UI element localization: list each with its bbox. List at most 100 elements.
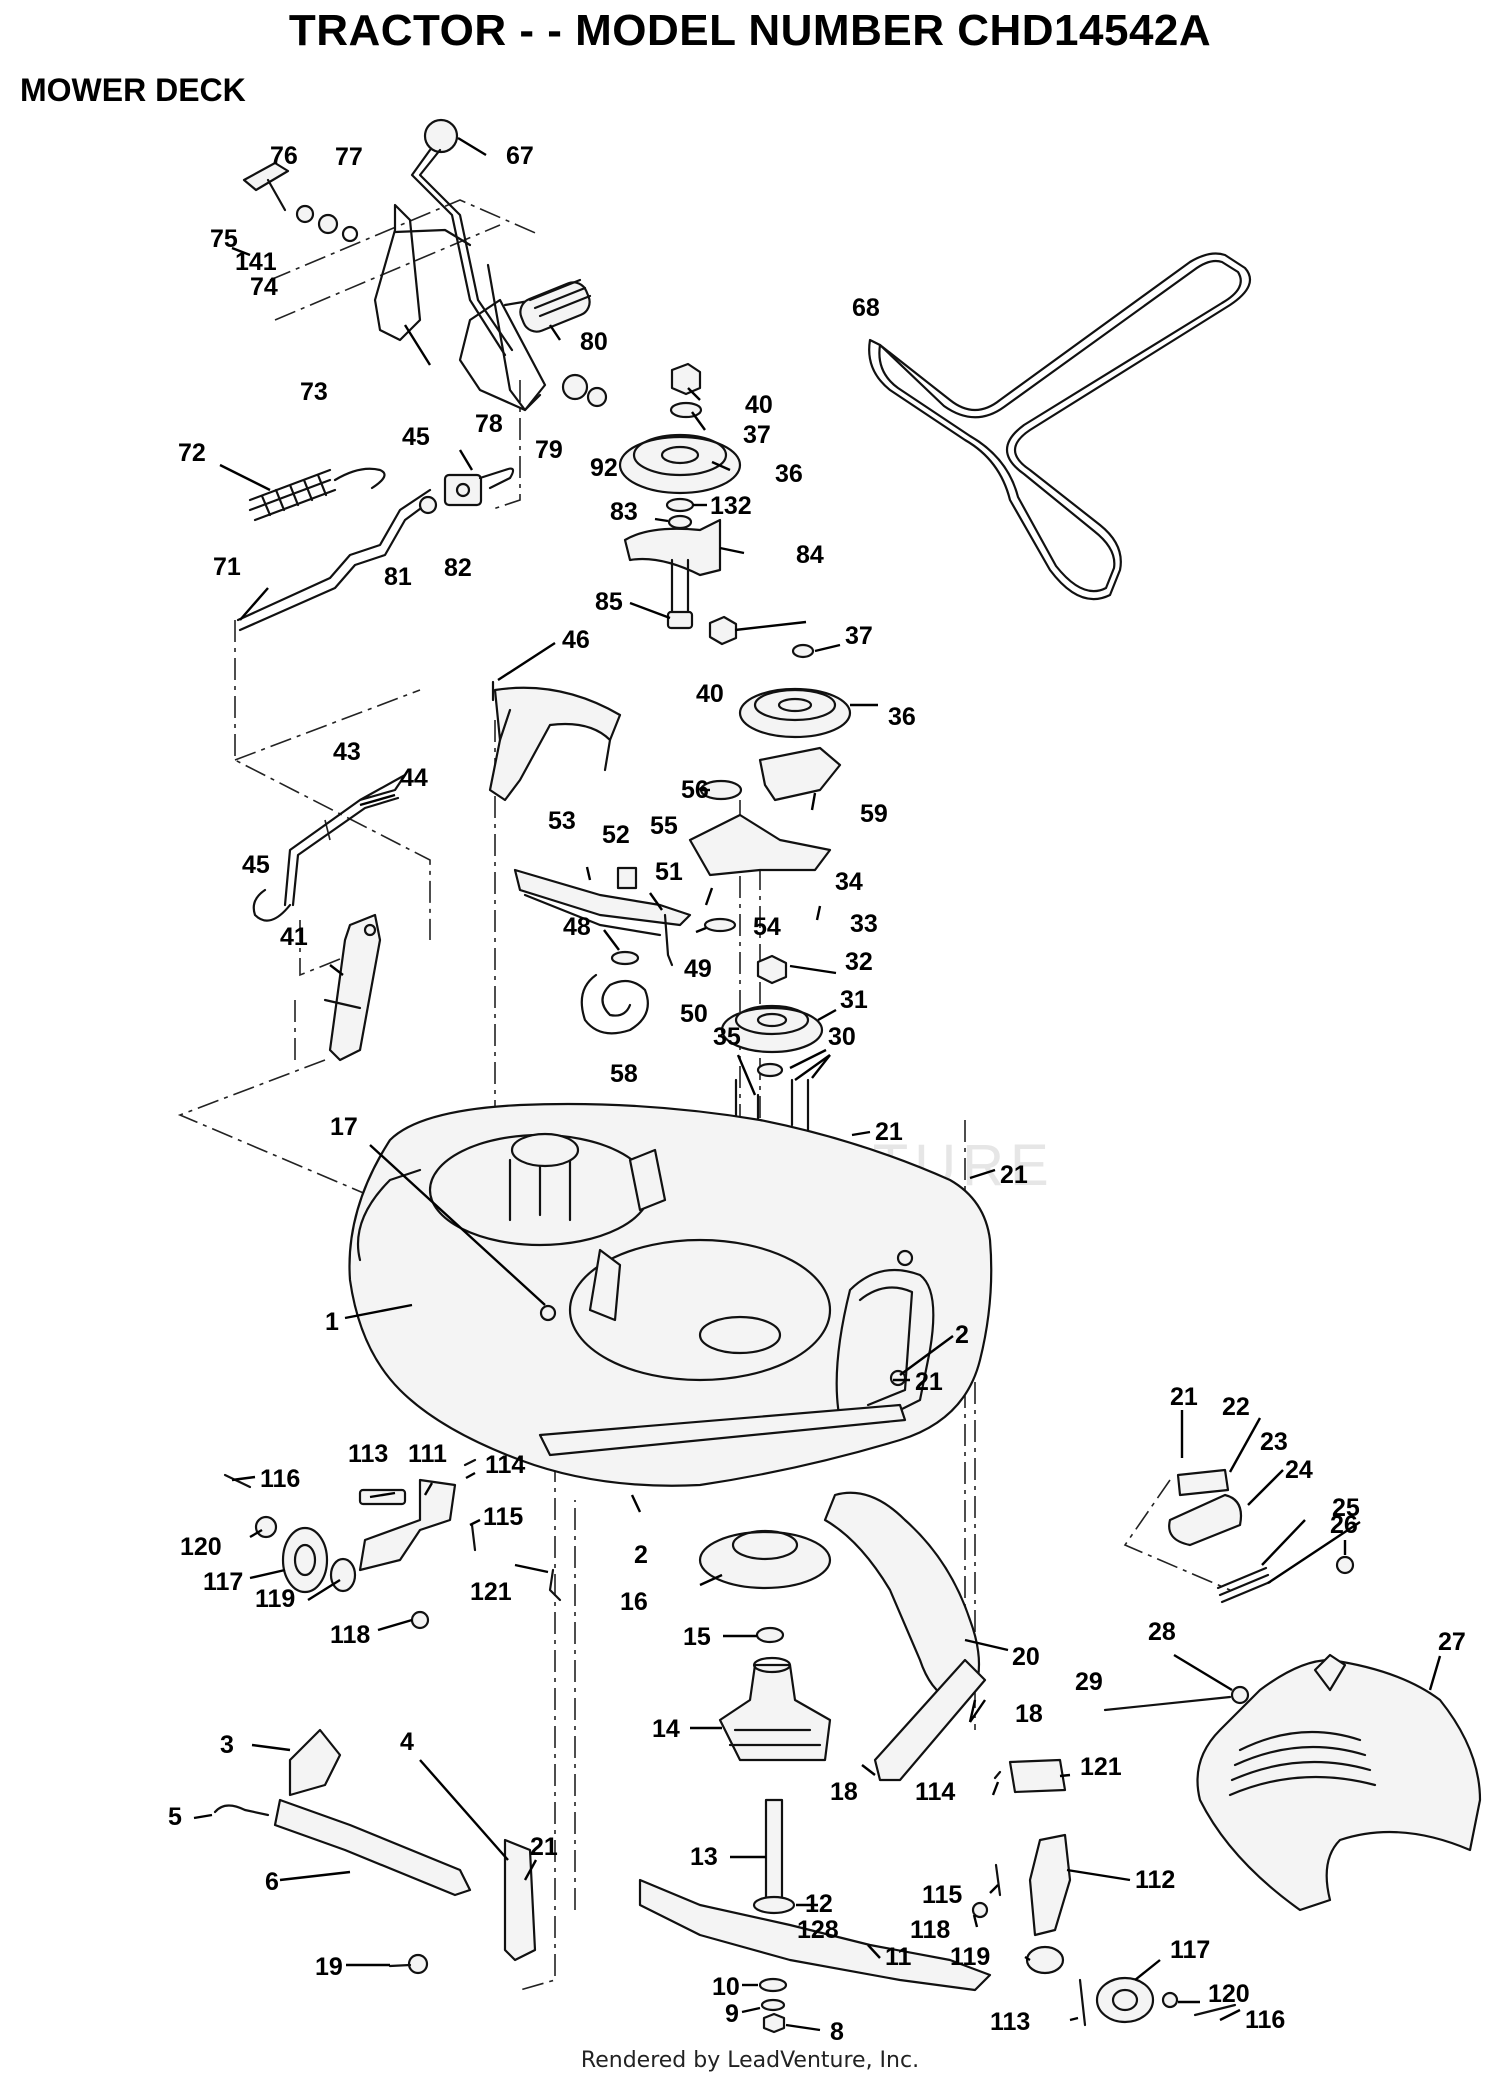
- callout-72: 72: [178, 439, 206, 467]
- callout-45-upper: 45: [402, 423, 430, 451]
- callout-112: 112: [1135, 1866, 1175, 1894]
- callout-43: 43: [333, 738, 361, 766]
- callout-92: 92: [590, 454, 618, 482]
- callout-1: 1: [325, 1308, 339, 1336]
- footer-credit: Rendered by LeadVenture, Inc.: [580, 2048, 920, 2073]
- callout-78: 78: [475, 410, 503, 438]
- callout-5: 5: [168, 1803, 182, 1831]
- callout-52: 52: [602, 821, 630, 849]
- callout-14: 14: [652, 1715, 680, 1743]
- callout-114-right: 114: [915, 1778, 955, 1806]
- blade-pulley-stack: [720, 954, 824, 1152]
- callout-56: 56: [681, 776, 709, 804]
- callout-121-right: 121: [1080, 1753, 1122, 1781]
- callout-26: 26: [1330, 1511, 1358, 1539]
- callout-leaders: [193, 136, 1442, 2032]
- callout-19: 19: [315, 1953, 343, 1981]
- callout-67: 67: [506, 142, 534, 170]
- callout-45-lower: 45: [242, 851, 270, 879]
- drive-belt: [868, 252, 1252, 601]
- callout-132: 132: [710, 492, 752, 520]
- callout-120-right: 120: [1208, 1980, 1250, 2008]
- callout-51: 51: [655, 858, 683, 886]
- deck-bracket: [823, 1491, 987, 1782]
- callout-36-lower: 36: [888, 703, 916, 731]
- callout-113-right: 113: [990, 2008, 1030, 2036]
- callout-16: 16: [620, 1588, 648, 1616]
- callout-13: 13: [690, 1843, 718, 1871]
- callout-115-left: 115: [483, 1503, 523, 1531]
- callout-117-left: 117: [203, 1568, 243, 1596]
- callout-119-left: 119: [255, 1585, 295, 1613]
- callout-33: 33: [850, 910, 878, 938]
- callout-2-b: 2: [634, 1541, 648, 1569]
- callout-46: 46: [562, 626, 590, 654]
- callout-30: 30: [828, 1023, 856, 1051]
- callout-119-right: 119: [950, 1943, 990, 1971]
- callout-21-a: 21: [875, 1118, 903, 1146]
- callout-48: 48: [563, 913, 591, 941]
- callout-35: 35: [713, 1023, 741, 1051]
- callout-20: 20: [1012, 1643, 1040, 1671]
- callout-34: 34: [835, 868, 863, 896]
- callout-22: 22: [1222, 1393, 1250, 1421]
- callout-68: 68: [852, 294, 880, 322]
- callout-18-left: 18: [830, 1778, 858, 1806]
- callout-3: 3: [220, 1731, 234, 1759]
- callout-85: 85: [595, 588, 623, 616]
- callout-74: 74: [250, 273, 278, 301]
- callout-71: 71: [213, 553, 241, 581]
- callout-12: 12: [805, 1890, 833, 1918]
- callout-8: 8: [830, 2018, 844, 2046]
- front-link-assembly: [213, 1728, 537, 1975]
- callout-21-c: 21: [915, 1368, 943, 1396]
- callout-54: 54: [753, 913, 781, 941]
- callout-128: 128: [797, 1916, 839, 1944]
- callout-numbers: 76 77 67 75 141 74 80 73 78 79 92 68 40 …: [168, 142, 1466, 2046]
- discharge-chute-assembly: [1103, 1468, 1482, 1912]
- callout-115-right: 115: [922, 1881, 962, 1909]
- callout-44: 44: [400, 764, 428, 792]
- lift-lever-assembly: [242, 118, 608, 412]
- callout-21-e: 21: [530, 1833, 558, 1861]
- callout-15: 15: [683, 1623, 711, 1651]
- callout-141: 141: [235, 248, 277, 276]
- callout-111: 111: [408, 1440, 447, 1468]
- callout-6: 6: [265, 1868, 279, 1896]
- callout-21-d: 21: [1170, 1383, 1198, 1411]
- callout-121-left: 121: [470, 1578, 512, 1606]
- callout-84: 84: [796, 541, 824, 569]
- callout-36-upper: 36: [775, 460, 803, 488]
- callout-53: 53: [548, 807, 576, 835]
- callout-117-right: 117: [1170, 1936, 1210, 1964]
- callout-40-lower: 40: [696, 680, 724, 708]
- hanger-bracket-assembly: [252, 680, 622, 1062]
- callout-116-left: 116: [260, 1465, 300, 1493]
- callout-49: 49: [684, 955, 712, 983]
- callout-113-left: 113: [348, 1440, 388, 1468]
- callout-81: 81: [384, 563, 412, 591]
- callout-40-upper: 40: [745, 391, 773, 419]
- callout-23: 23: [1260, 1428, 1288, 1456]
- callout-28: 28: [1148, 1618, 1176, 1646]
- callout-37-upper: 37: [743, 421, 771, 449]
- callout-2-a: 2: [955, 1321, 969, 1349]
- callout-59: 59: [860, 800, 888, 828]
- idler-arm-assembly: [513, 615, 852, 1035]
- callout-27: 27: [1438, 1628, 1466, 1656]
- callout-37-lower: 37: [845, 622, 873, 650]
- callout-80: 80: [580, 328, 608, 356]
- callout-118-right: 118: [910, 1916, 950, 1944]
- callout-11: 11: [885, 1943, 912, 1971]
- callout-73: 73: [300, 378, 328, 406]
- blade-spindle-assembly: [638, 1529, 992, 2034]
- callout-75: 75: [210, 225, 238, 253]
- callout-9: 9: [725, 2000, 739, 2028]
- mower-deck-housing: [348, 1102, 993, 1487]
- callout-29: 29: [1075, 1668, 1103, 1696]
- callout-82: 82: [444, 554, 472, 582]
- callout-116-right: 116: [1245, 2006, 1285, 2034]
- callout-58: 58: [610, 1060, 638, 1088]
- callout-55: 55: [650, 812, 678, 840]
